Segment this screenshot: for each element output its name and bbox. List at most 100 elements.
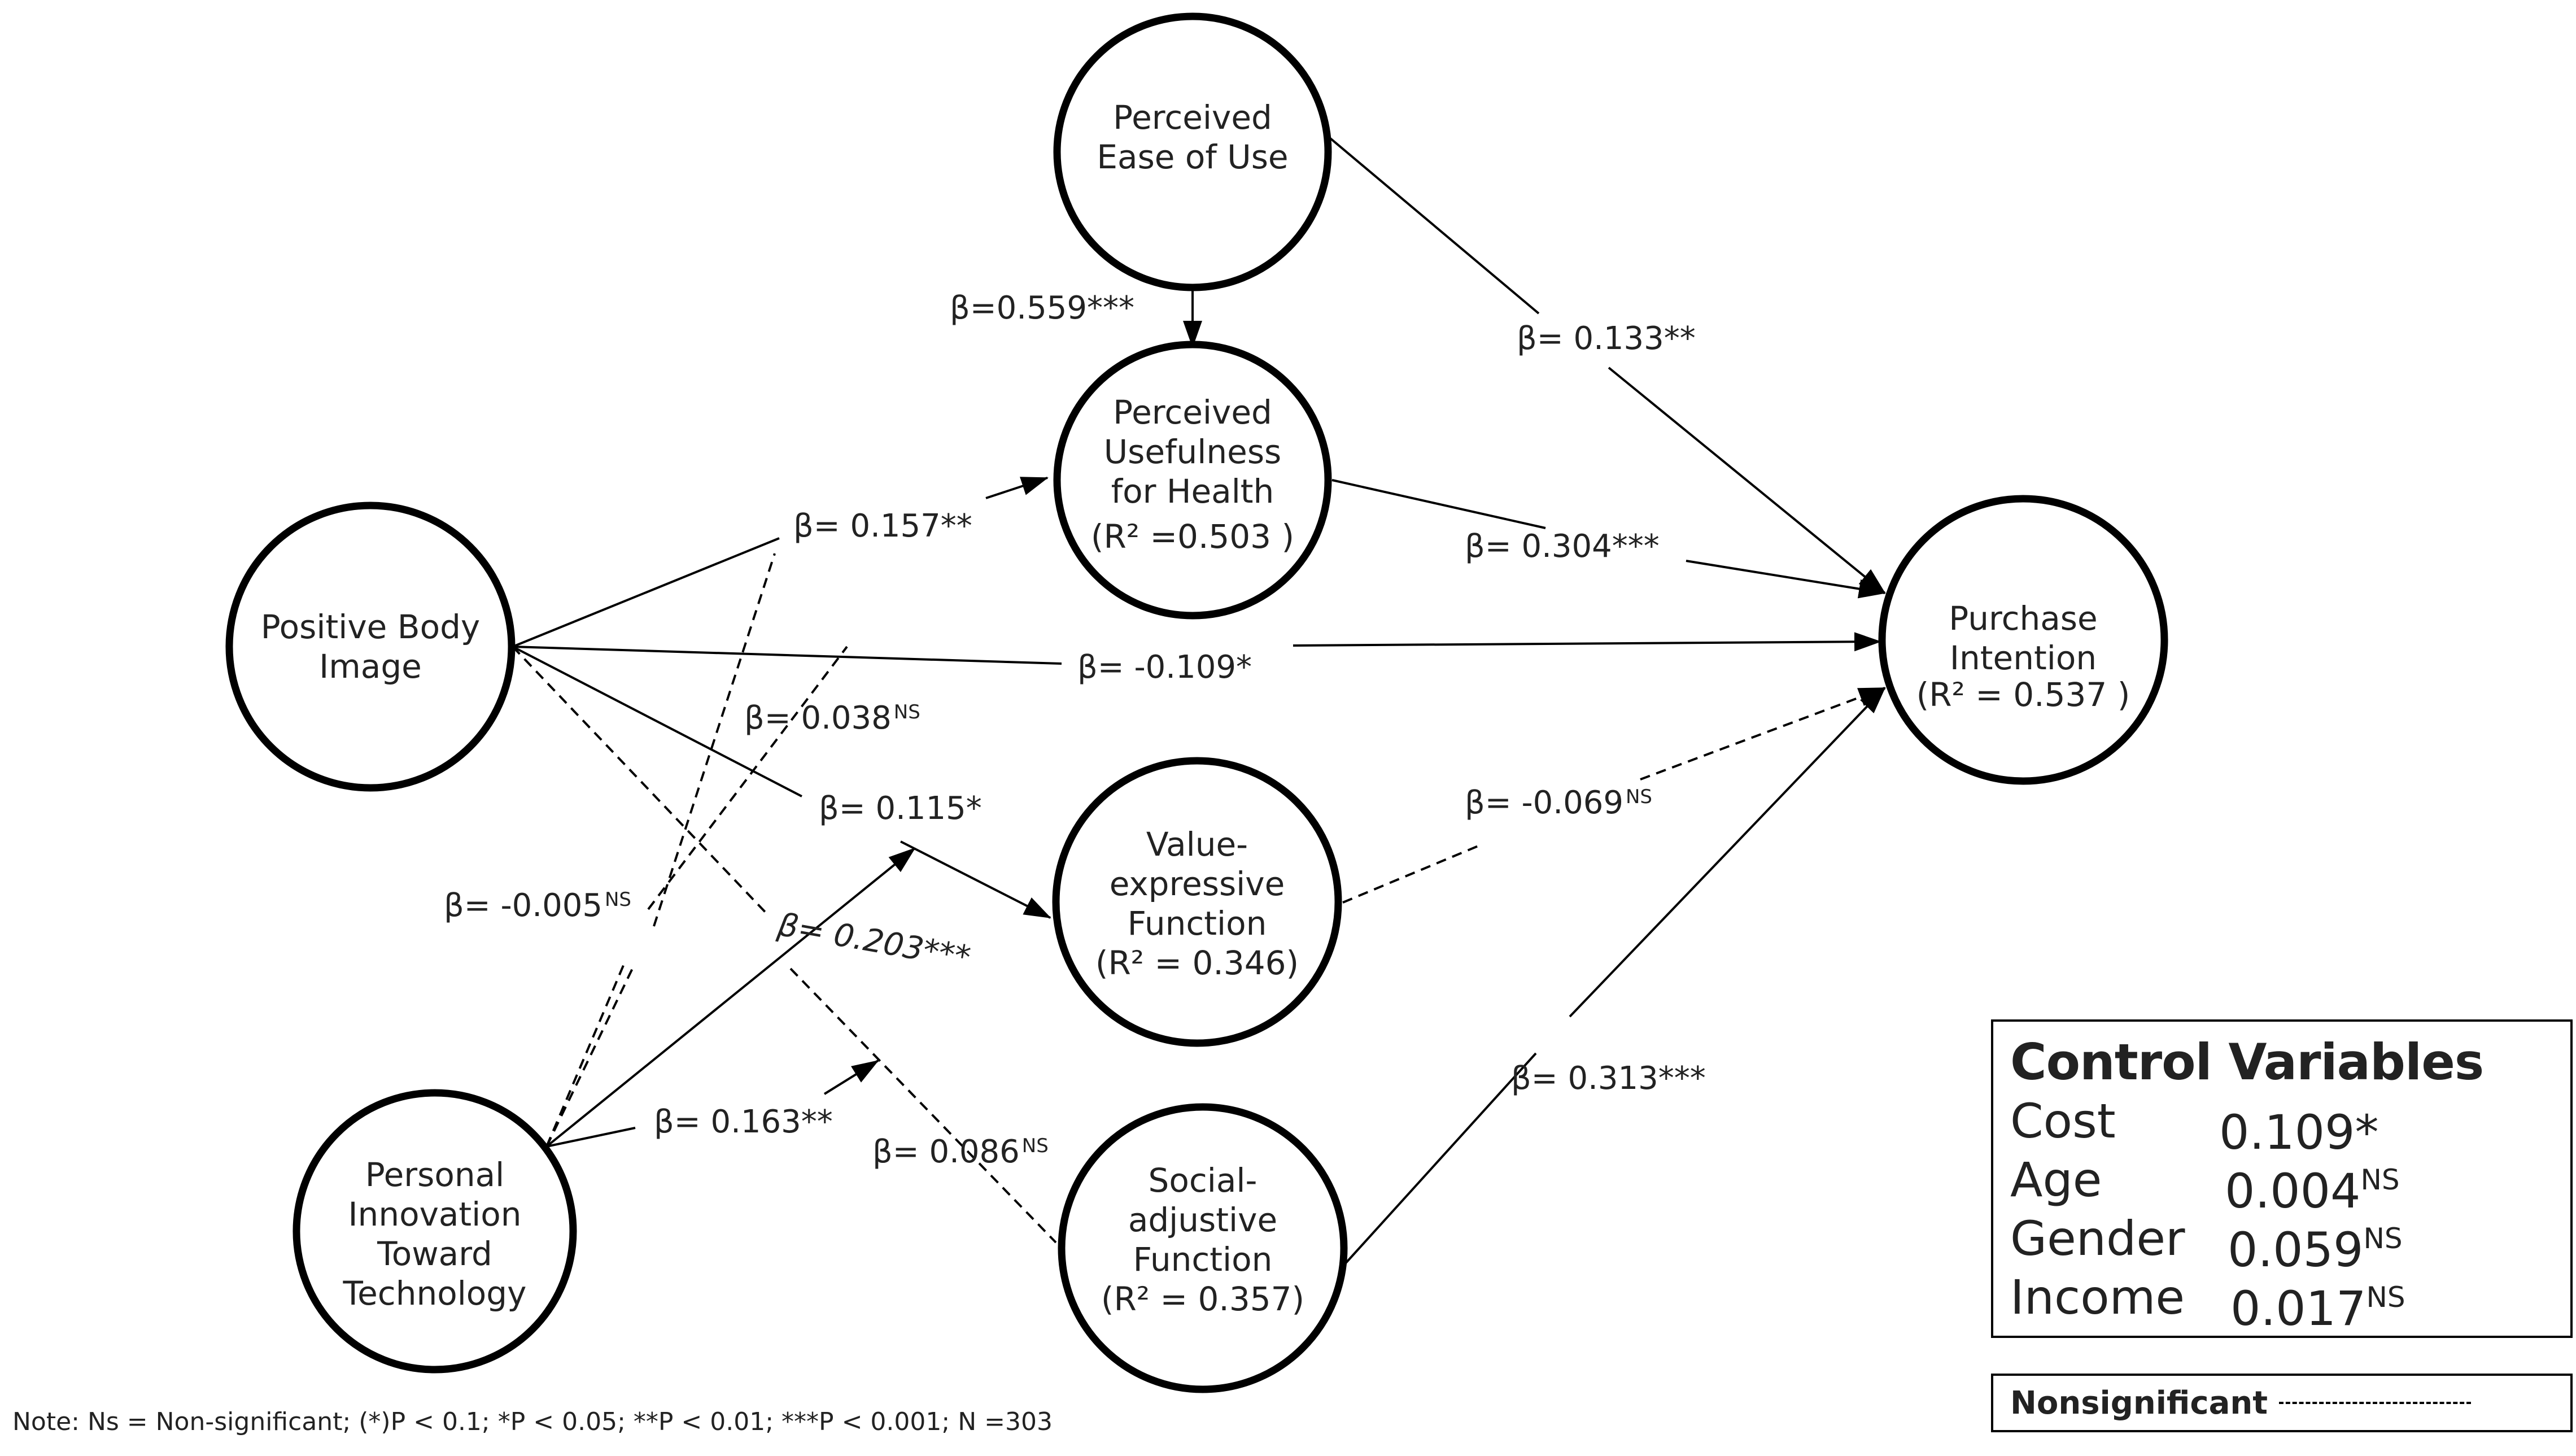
control-value-number: 0.017 — [2230, 1281, 2367, 1336]
coef-sup: NS — [894, 701, 920, 723]
edge-innovation-to-usefulness-upper — [653, 553, 776, 927]
edge-innovation-to-body-image-upper — [647, 646, 848, 910]
coef-body-image-to-value-expressive: β= 0.115* — [819, 790, 982, 827]
node-circle — [292, 1089, 577, 1374]
node-label-line: Function — [1133, 1240, 1273, 1279]
node-perceived-usefulness-for-health: Perceived Usefulness for Health (R² =0.5… — [1053, 341, 1332, 620]
coef-peou-to-usefulness: β=0.559*** — [950, 290, 1134, 326]
node-label-line: Positive Body — [261, 608, 480, 646]
node-circle — [1878, 495, 2168, 785]
coef-sup: NS — [1022, 1135, 1049, 1157]
node-r2-label: (R² = 0.346) — [1095, 944, 1299, 982]
nonsignificant-legend: Nonsignificant — [1991, 1374, 2573, 1432]
node-label-line: expressive — [1110, 865, 1285, 903]
coef-sup: NS — [1626, 786, 1652, 808]
path-coefficients: β=0.559*** β= 0.133** β= 0.157** β= 0.30… — [444, 290, 1706, 1170]
node-label-line: Ease of Use — [1097, 138, 1288, 176]
node-social-adjustive-function: Social- adjustive Function (R² = 0.357) — [1058, 1103, 1348, 1393]
edges — [512, 137, 1886, 1266]
node-label-line: Technology — [343, 1274, 527, 1313]
coef-value: β= -0.069 — [1465, 784, 1623, 821]
control-name: Age — [2010, 1152, 2102, 1207]
edge-peou-to-purchase-arrow — [1608, 367, 1886, 594]
edge-body-image-to-usefulness-arrow — [985, 477, 1049, 499]
edge-innovation-to-body-image-lower — [545, 960, 627, 1147]
control-value-number: 0.059 — [2228, 1222, 2364, 1278]
edge-innovation-to-usefulness-lower — [545, 968, 634, 1147]
edge-social-adjustive-to-purchase-arrow — [1569, 687, 1886, 1018]
footnote: Note: Ns = Non-significant; (*)P < 0.1; … — [12, 1407, 1053, 1436]
node-label-line: adjustive — [1128, 1201, 1277, 1239]
node-r2-label: (R² =0.503 ) — [1091, 517, 1294, 556]
coef-innovation-to-social-adjustive: β= 0.163** — [654, 1104, 833, 1140]
coef-peou-to-purchase: β= 0.133** — [1517, 320, 1696, 357]
node-label-line: Perceived — [1113, 98, 1272, 137]
control-value-sup: NS — [2363, 1222, 2403, 1255]
coef-value: β= -0.005 — [444, 887, 602, 924]
node-label-line: Social- — [1149, 1161, 1258, 1200]
control-row-age: Age 0.004NS — [2010, 1150, 2570, 1219]
edge-body-image-to-purchase-right — [1293, 632, 1881, 652]
legend-label: Nonsignificant — [2010, 1384, 2268, 1422]
edge-innovation-to-social-adjustive-arrow — [823, 1060, 879, 1095]
control-row-gender: Gender 0.059NS — [2010, 1209, 2570, 1278]
edge-body-image-to-purchase-left — [512, 646, 1062, 665]
control-value-number: 0.004 — [2225, 1163, 2361, 1219]
node-label-line: Innovation — [348, 1195, 521, 1233]
node-r2-label: (R² = 0.537 ) — [1916, 675, 2130, 714]
edge-peou-to-purchase — [1329, 137, 1540, 315]
node-value-expressive-function: Value- expressive Function (R² = 0.346) — [1052, 757, 1342, 1047]
control-value-number: 0.109* — [2219, 1105, 2379, 1160]
control-variables-box: Control Variables Cost 0.109* Age 0.004N… — [1991, 1019, 2573, 1338]
node-circle — [1052, 757, 1342, 1047]
legend-dashed-line — [2279, 1402, 2472, 1404]
coef-value: β= 0.038 — [744, 700, 892, 736]
control-variables-title: Control Variables — [2010, 1033, 2484, 1091]
edge-innovation-to-social-adjustive — [546, 1127, 636, 1148]
edge-value-expressive-to-purchase-arrow — [1640, 687, 1886, 781]
control-value-sup: NS — [2366, 1281, 2405, 1314]
control-name: Income — [2010, 1270, 2185, 1325]
control-row-cost: Cost 0.109* — [2010, 1092, 2570, 1160]
edge-body-image-to-social-adjustive-upper — [512, 646, 769, 916]
coef-value: β= 0.086 — [872, 1134, 1020, 1170]
control-value: 0.059NS — [2228, 1209, 2403, 1279]
node-circle — [225, 502, 516, 792]
node-label-line: Image — [319, 647, 422, 686]
node-label-line: Perceived — [1113, 393, 1272, 431]
node-label-line: Purchase — [1949, 599, 2097, 638]
node-perceived-ease-of-use: Perceived Ease of Use — [1053, 12, 1332, 291]
node-purchase-intention: Purchase Intention (R² = 0.537 ) — [1878, 495, 2168, 785]
node-label-line: Function — [1128, 904, 1267, 943]
node-label-line: for Health — [1111, 472, 1274, 511]
node-personal-innovation-toward-technology: Personal Innovation Toward Technology — [292, 1089, 577, 1374]
node-positive-body-image: Positive Body Image — [225, 502, 516, 792]
coef-body-image-to-usefulness: β= 0.157** — [793, 508, 972, 544]
coef-sup: NS — [605, 888, 631, 911]
control-name: Cost — [2010, 1093, 2116, 1149]
edge-usefulness-to-purchase — [1331, 479, 1546, 529]
node-circle — [1058, 1103, 1348, 1393]
control-value: 0.004NS — [2225, 1150, 2400, 1220]
node-circle — [1053, 12, 1332, 291]
edge-body-image-to-social-adjustive-lower — [789, 967, 1057, 1244]
node-label-line: Personal — [365, 1156, 505, 1194]
coef-usefulness-to-purchase: β= 0.304*** — [1465, 528, 1660, 565]
coef-innovation-to-value-expressive: β= 0.203*** — [775, 906, 973, 977]
node-label-line: Intention — [1950, 639, 2097, 677]
control-value: 0.109* — [2219, 1092, 2378, 1162]
edge-social-adjustive-to-purchase — [1343, 1052, 1537, 1266]
control-name: Gender — [2010, 1211, 2185, 1266]
edge-body-image-to-usefulness — [512, 537, 780, 648]
node-label-line: Usefulness — [1104, 433, 1282, 471]
control-value-sup: NS — [2360, 1163, 2400, 1196]
coef-body-image-to-purchase: β= -0.109* — [1077, 649, 1252, 686]
node-circle — [1053, 341, 1332, 620]
edge-usefulness-to-purchase-arrow — [1686, 560, 1886, 599]
edge-body-image-to-value-expressive-arrow — [900, 840, 1051, 919]
